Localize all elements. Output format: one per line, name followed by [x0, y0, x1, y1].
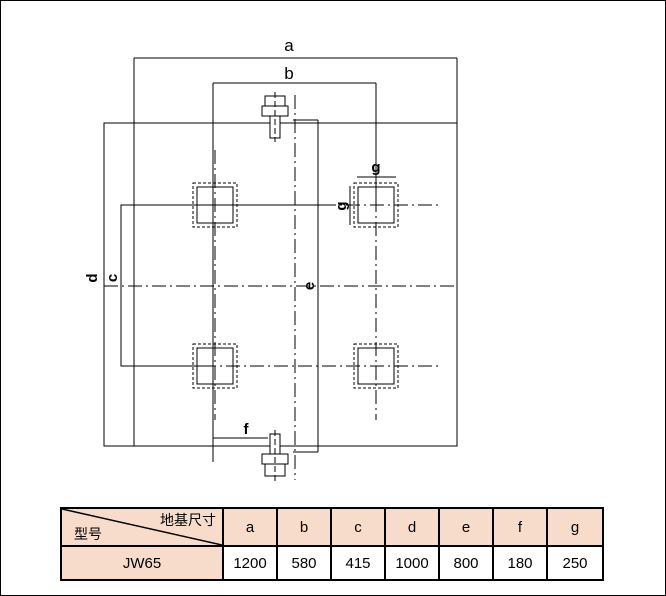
top-bolt-icon [261, 92, 289, 142]
spec-table: 地基尺寸 型号 a b c d e f g JW65 1200 580 415 … [60, 507, 604, 581]
bottom-bolt-icon [261, 430, 289, 484]
col-header-g: g [546, 507, 604, 547]
header-diagonal-cell: 地基尺寸 型号 [60, 507, 224, 547]
label-a: a [284, 36, 294, 55]
header-size-label: 地基尺寸 [160, 512, 216, 528]
col-header-f: f [492, 507, 548, 547]
anchor-pocket-bottom-left [192, 343, 238, 389]
label-b: b [284, 64, 293, 83]
value-f: 180 [492, 545, 548, 581]
value-g: 250 [546, 545, 604, 581]
col-header-a: a [222, 507, 278, 547]
label-d: d [84, 273, 101, 282]
col-header-d: d [384, 507, 440, 547]
foundation-drawing: a b d c e f g g [84, 36, 458, 484]
anchor-pockets [192, 182, 399, 389]
label-f: f [244, 421, 250, 438]
foundation-outline [103, 122, 458, 447]
value-d: 1000 [384, 545, 440, 581]
col-header-e: e [438, 507, 494, 547]
anchor-pocket-bottom-right [353, 343, 399, 389]
label-c: c [104, 274, 121, 282]
anchor-pocket-top-right [353, 182, 399, 228]
label-e: e [301, 282, 318, 290]
label-g-side: g [333, 201, 350, 210]
header-model-label: 型号 [74, 526, 102, 542]
value-e: 800 [438, 545, 494, 581]
table-row: JW65 1200 580 415 1000 800 180 250 [60, 545, 604, 581]
value-b: 580 [276, 545, 332, 581]
label-g-top: g [371, 159, 380, 176]
value-c: 415 [330, 545, 386, 581]
model-cell: JW65 [60, 545, 224, 581]
col-header-c: c [330, 507, 386, 547]
diagonal-divider [62, 509, 222, 545]
col-header-b: b [276, 507, 332, 547]
anchor-pocket-top-left [192, 182, 238, 228]
value-a: 1200 [222, 545, 278, 581]
